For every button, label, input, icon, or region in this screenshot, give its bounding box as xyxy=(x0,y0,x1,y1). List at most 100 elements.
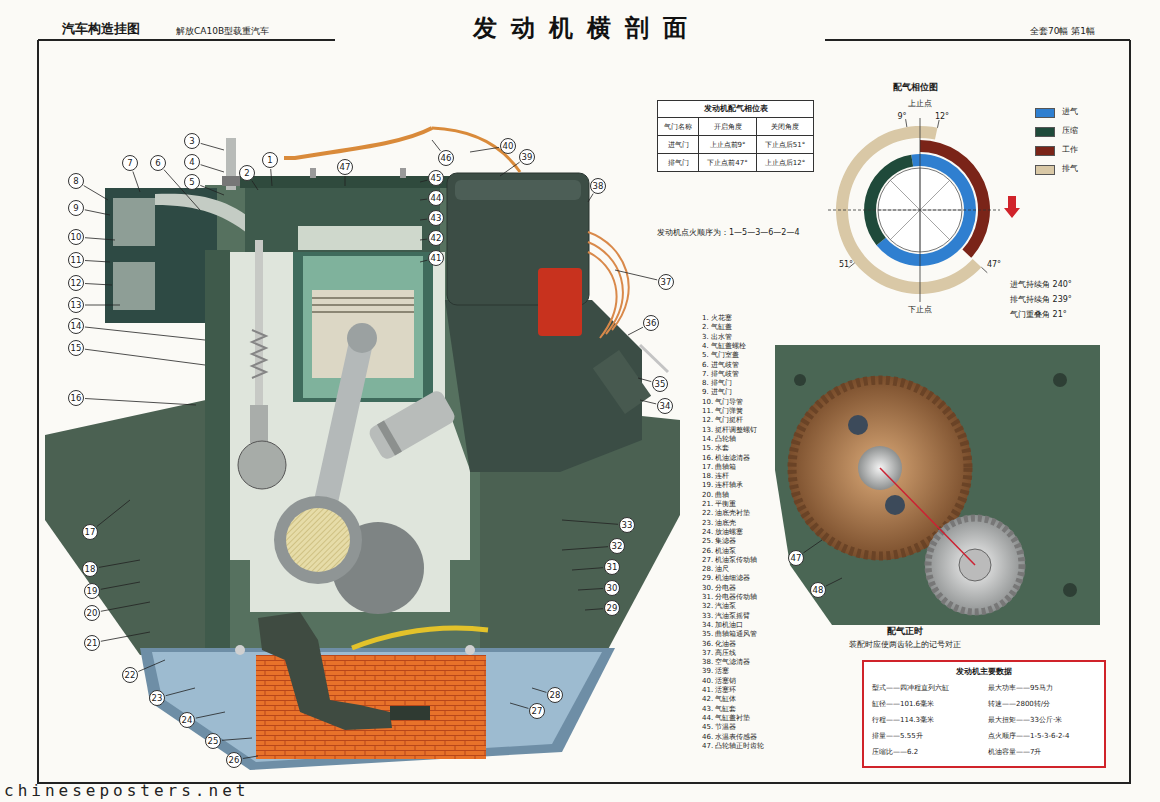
legend-swatch xyxy=(1035,165,1055,175)
leader-line xyxy=(562,547,608,550)
part-name: 4. 气缸盖螺栓 xyxy=(702,342,746,350)
part-name: 39. 活塞 xyxy=(702,667,729,675)
disc-spoke xyxy=(890,180,920,210)
callout-number: 38 xyxy=(590,178,606,194)
data-row: 最大扭矩——33公斤·米 xyxy=(988,716,1100,724)
table-cell: 进气门 xyxy=(658,135,698,153)
callout-number: 10 xyxy=(68,229,84,245)
engine-cross-section-part xyxy=(205,250,230,655)
leader-line xyxy=(222,738,252,740)
poster-text: 装配时应使两齿轮上的记号对正 xyxy=(849,641,961,650)
poster-text: 配气正时 xyxy=(887,626,923,636)
engine-cross-section-part xyxy=(390,706,430,720)
table-cell: 气门名称 xyxy=(658,117,698,135)
part-name: 12. 气门挺杆 xyxy=(702,416,743,424)
part-name: 11. 气门弹簧 xyxy=(702,407,743,415)
disc-spoke xyxy=(920,180,950,210)
leader-line xyxy=(200,185,224,195)
part-name: 33. 汽油泵摇臂 xyxy=(702,612,750,620)
disc-spoke xyxy=(890,210,920,240)
table-cell: 排气门 xyxy=(658,153,698,171)
legend-swatch xyxy=(1035,108,1055,118)
leader-line xyxy=(470,147,499,152)
data-box: 发动机主要数据型式——四冲程直列六缸缸径——101.6毫米行程——114.3毫米… xyxy=(862,660,1106,768)
poster-text: 全套70幅 第1幅 xyxy=(1030,26,1095,36)
angle-tick xyxy=(937,120,939,128)
callout-number: 21 xyxy=(84,635,100,651)
part-name: 1. 火花塞 xyxy=(702,314,732,322)
leader-line xyxy=(85,284,112,286)
leader-line xyxy=(133,172,140,193)
leader-line xyxy=(85,238,115,240)
engine-cross-section-part xyxy=(235,645,245,655)
leader-line xyxy=(432,140,441,151)
engine-cross-section-part xyxy=(312,298,414,312)
leader-line xyxy=(420,239,427,241)
leader-line xyxy=(638,378,651,382)
part-name: 35. 曲轴箱通风管 xyxy=(702,630,757,638)
engine-cross-section-part xyxy=(152,652,602,762)
callout-number: 6 xyxy=(150,155,166,171)
callout-number: 3 xyxy=(184,133,200,149)
callout-number: 14 xyxy=(68,318,84,334)
engine-cross-section-part xyxy=(284,128,432,158)
leader-line xyxy=(500,162,520,176)
leader-line xyxy=(85,305,120,306)
timing-gear-figure-part xyxy=(848,415,868,435)
data-heading: 发动机主要数据 xyxy=(864,667,1104,677)
part-name: 2. 气缸盖 xyxy=(702,323,732,331)
part-name: 27. 机油泵传动轴 xyxy=(702,556,757,564)
engine-cross-section-part xyxy=(286,508,350,572)
callout-number: 44 xyxy=(428,190,444,206)
leader-line xyxy=(420,260,427,262)
part-name: 43. 气缸套 xyxy=(702,705,736,713)
callout-number: 35 xyxy=(652,376,668,392)
leader-line xyxy=(84,186,108,200)
engine-cross-section-part xyxy=(205,185,480,655)
engine-cross-section-part xyxy=(230,252,470,612)
engine-cross-section-part xyxy=(465,645,475,655)
part-name: 44. 气缸盖衬垫 xyxy=(702,714,750,722)
leader-line xyxy=(420,180,427,182)
callout-number: 47 xyxy=(337,159,353,175)
poster-text: 配气相位图 xyxy=(893,82,938,92)
leader-line xyxy=(532,688,546,692)
horizontal-line xyxy=(828,210,1000,211)
leader-line xyxy=(196,712,225,718)
poster-frame-part xyxy=(38,40,1130,783)
valve-timing-diagram xyxy=(828,118,1000,302)
legend-text: 进气 xyxy=(1062,107,1078,116)
data-row: 型式——四冲程直列六缸 xyxy=(872,684,984,692)
leader-line xyxy=(243,756,258,759)
part-name: 34. 加机油口 xyxy=(702,621,743,629)
part-name: 19. 连杆轴承 xyxy=(702,481,743,489)
callout-number: 30 xyxy=(604,580,620,596)
timing-gear-figure-part xyxy=(885,495,905,515)
part-name: 22. 油底壳衬垫 xyxy=(702,509,750,517)
leader-line xyxy=(101,582,140,589)
part-name: 15. 水套 xyxy=(702,444,729,452)
part-name: 46. 水温表传感器 xyxy=(702,733,757,741)
part-name: 13. 挺杆调整螺钉 xyxy=(702,426,757,434)
disc-spoke xyxy=(920,210,950,240)
callout-number: 31 xyxy=(604,559,620,575)
part-name: 38. 空气滤清器 xyxy=(702,658,750,666)
callout-number: 4 xyxy=(184,154,200,170)
legend-text: 工作 xyxy=(1062,145,1078,154)
leader-line xyxy=(138,660,165,672)
callout-number: 17 xyxy=(82,524,98,540)
timing-gear-figure-part xyxy=(794,374,806,386)
leader-line xyxy=(572,568,603,570)
callout-number: 27 xyxy=(529,703,545,719)
engine-cross-section-part xyxy=(593,350,651,414)
callout-number: 2 xyxy=(239,165,255,181)
poster-text: 汽车构造挂图 xyxy=(62,22,140,37)
part-name: 29. 机油细滤器 xyxy=(702,574,750,582)
leader-line xyxy=(420,219,427,221)
table-cell: 上止点前9° xyxy=(698,135,756,153)
data-row: 缸径——101.6毫米 xyxy=(872,700,984,708)
leader-line xyxy=(628,327,643,335)
callout-number: 1 xyxy=(262,152,278,168)
engine-cross-section xyxy=(45,128,680,770)
